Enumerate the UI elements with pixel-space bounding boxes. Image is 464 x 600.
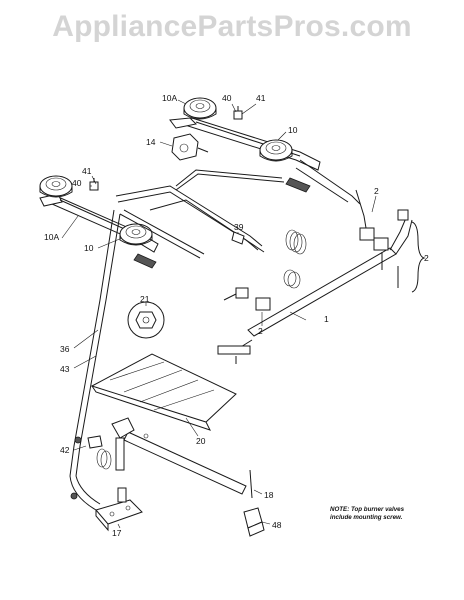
label-2-right: 2	[424, 253, 429, 263]
label-41-front: 41	[82, 166, 92, 176]
front-orifice-fitting	[133, 253, 157, 269]
burner-head-10A-rear	[183, 97, 217, 120]
burner-head-10-rear	[259, 139, 293, 162]
ignitor-40-rear	[233, 106, 243, 120]
label-14: 14	[146, 137, 156, 147]
label-10-front: 10	[84, 243, 94, 253]
oven-burner-tube-18	[111, 417, 253, 499]
note-line-2: include mounting screw.	[330, 514, 403, 521]
leader-lines	[61, 99, 377, 529]
oven-gas-tubes-36-43	[69, 209, 121, 511]
label-10A-rear: 10A	[162, 93, 177, 103]
gas-supply-tubes	[115, 169, 285, 259]
spring-coil-39	[285, 229, 307, 255]
note-line-1: NOTE: Top burner valves	[330, 506, 405, 513]
label-41-rear: 41	[256, 93, 266, 103]
label-39: 39	[234, 222, 244, 232]
burner-shield-20	[90, 353, 237, 431]
label-17: 17	[112, 528, 122, 538]
label-48: 48	[272, 520, 282, 530]
label-18: 18	[264, 490, 274, 500]
spring-coil-mid	[283, 269, 301, 289]
burner-head-10-front	[119, 223, 153, 246]
label-10-rear: 10	[288, 125, 298, 135]
thermocouple-coil	[87, 435, 112, 470]
label-1: 1	[324, 314, 329, 324]
burner-head-10A-front	[39, 175, 73, 198]
label-10A-front: 10A	[44, 232, 59, 242]
valves-group-brace	[411, 221, 426, 293]
label-2-mid: 2	[374, 186, 379, 196]
label-2-low: 2	[258, 326, 263, 336]
oven-safety-valve-17	[95, 487, 143, 532]
rear-orifice-fitting	[285, 177, 311, 193]
part-21-nut-callout	[127, 301, 165, 339]
label-43: 43	[60, 364, 70, 374]
manifold-pipe-1	[217, 217, 413, 364]
label-40-front: 40	[72, 178, 82, 188]
burner-valves-2	[223, 189, 409, 311]
label-40-rear: 40	[222, 93, 232, 103]
regulator-14	[171, 133, 209, 161]
orifice-39	[231, 231, 245, 245]
label-20: 20	[196, 436, 206, 446]
watermark: AppliancePartsPros.com	[52, 10, 412, 43]
label-42: 42	[60, 445, 70, 455]
label-36: 36	[60, 344, 70, 354]
rear-gas-tube	[299, 159, 361, 205]
bracket-48	[243, 507, 265, 537]
label-21: 21	[140, 294, 150, 304]
